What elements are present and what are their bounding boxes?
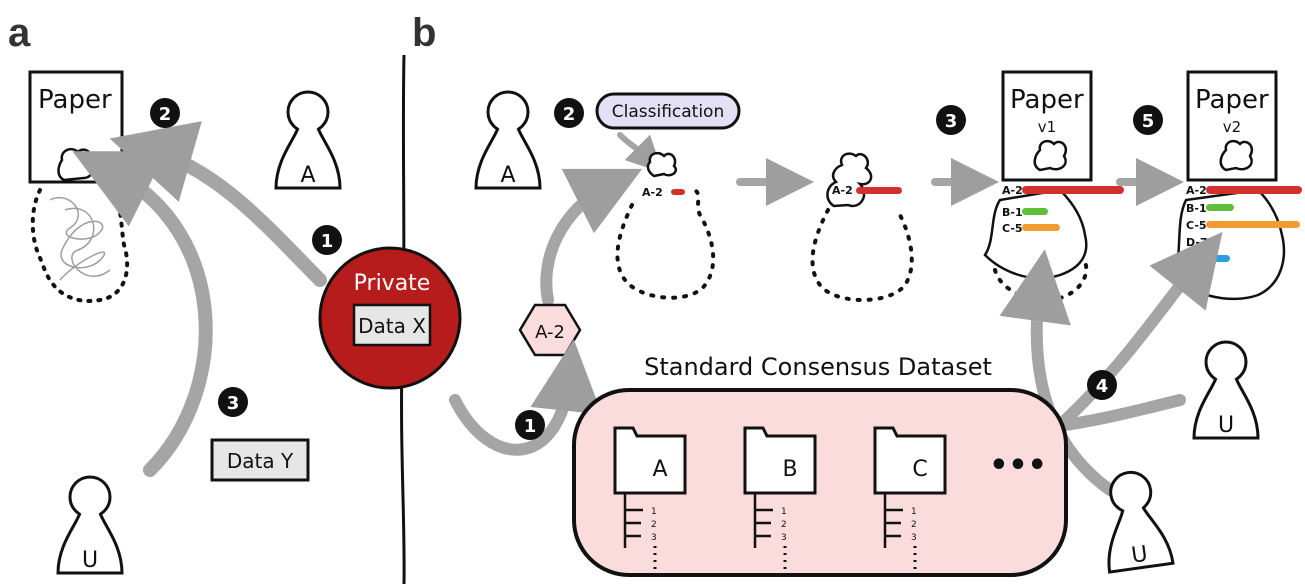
svg-text:v1: v1 [1038,118,1056,136]
arrow-u-to-paper [72,151,213,477]
folder-a: A 1 2 3 [613,426,687,573]
svg-text:1: 1 [321,231,334,252]
svg-text:Paper: Paper [1010,85,1084,115]
hex-a2: A-2 [518,303,582,357]
paper-a-label: Paper [38,85,112,115]
svg-text:A-2: A-2 [535,322,565,343]
panel-b-label: b [412,11,436,55]
arrow-u-to-v1 [999,249,1116,496]
paper-v1: Paper v1 A-2 B-1 C-5 [983,70,1124,302]
svg-text:D-7: D-7 [1186,236,1208,249]
classification-pill: Classification [595,92,741,130]
step-badge-b1: 1 [515,410,545,440]
user-u-figure-a: U [56,475,124,575]
svg-text:C-5: C-5 [1002,222,1023,235]
user-u-figure-b1: U [1192,340,1260,440]
arrow-private-to-paper [109,121,327,287]
step-badge-b3: 3 [936,105,966,135]
svg-text:2: 2 [159,104,172,125]
svg-text:A: A [300,163,315,188]
user-u-figure-b2: U [1094,466,1175,574]
svg-text:C-5: C-5 [1186,219,1207,232]
folders-ellipsis: ••• [989,448,1047,483]
svg-text:1: 1 [524,416,537,437]
svg-text:A: A [500,163,515,188]
svg-text:Data Y: Data Y [227,449,294,473]
step-badge-b4: 4 [1087,370,1117,400]
svg-text:3: 3 [911,533,917,543]
svg-text:2: 2 [651,520,657,530]
arrow-hex-up [540,168,643,306]
svg-text:3: 3 [227,393,240,414]
svg-text:4: 4 [1096,376,1109,397]
step-badge-a2: 2 [150,98,180,128]
data-y-box: Data Y [210,438,310,482]
svg-text:U: U [1130,542,1149,569]
svg-text:2: 2 [781,520,787,530]
svg-text:2: 2 [911,520,917,530]
svg-text:U: U [1218,413,1234,438]
svg-text:C: C [912,457,927,482]
folder-c: C 1 2 3 [873,426,947,573]
svg-text:B: B [782,457,797,482]
svg-text:v2: v2 [1223,118,1241,136]
arrow-u-to-dataset [1059,394,1186,431]
panel-a-label: a [8,11,31,55]
svg-text:Paper: Paper [1195,85,1269,115]
private-label: Private [354,271,431,296]
svg-text:A-2: A-2 [832,184,853,197]
dataset-title: Standard Consensus Dataset [644,353,992,381]
svg-text:1: 1 [781,507,787,517]
svg-text:A: A [652,457,667,482]
author-a-figure: A [274,90,342,190]
arrow-classification-down [617,132,663,173]
svg-text:1: 1 [911,507,917,517]
svg-text:2: 2 [563,104,576,125]
step-badge-a1: 1 [312,225,342,255]
svg-text:3: 3 [781,533,787,543]
arrow-dataset-to-v2 [1054,231,1223,431]
svg-text:A-2: A-2 [1186,184,1207,197]
svg-text:1: 1 [651,507,657,517]
protein-dotted-a [30,184,130,303]
svg-text:Classification: Classification [612,102,724,122]
svg-text:A-2: A-2 [642,186,663,199]
data-x-label: Data X [358,314,426,338]
svg-text:5: 5 [1142,111,1155,132]
svg-text:B-1: B-1 [1002,206,1023,219]
svg-text:B-1: B-1 [1186,202,1207,215]
arrow-private-to-hex [449,339,603,456]
step-badge-b5: 5 [1133,105,1163,135]
protein-stage-2: A-2 [810,152,914,302]
svg-text:U: U [82,548,98,573]
protein-stage-1: A-2 [615,151,716,300]
svg-text:3: 3 [651,533,657,543]
step-badge-b2: 2 [554,98,584,128]
svg-text:A-2: A-2 [1002,184,1023,197]
step-badge-a3: 3 [218,387,248,417]
protein-chain-a [49,197,111,281]
author-a-figure-b: A [474,90,542,190]
private-circle: Private Data X [318,246,462,390]
folder-b: B 1 2 3 [743,426,817,573]
svg-text:3: 3 [945,111,958,132]
